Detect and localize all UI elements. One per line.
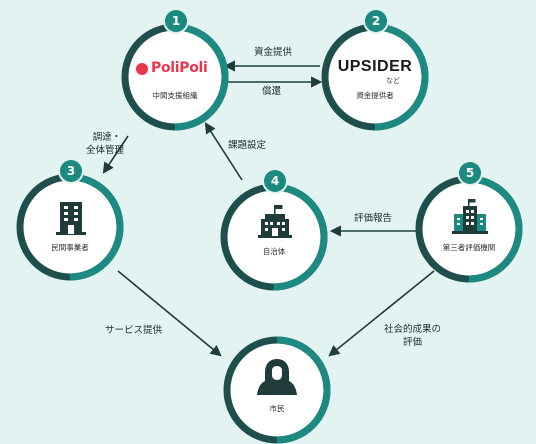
node-number-badge: 4: [264, 170, 286, 192]
node-ring: [321, 23, 429, 131]
node-caption: 中間支援組織: [152, 91, 198, 100]
node-upsider: 2 UPSIDER など 資金提供者: [321, 10, 429, 131]
node-number-badge: 2: [365, 10, 387, 32]
node-municipality: 4 自治体: [220, 170, 328, 291]
node-citizens: 市民: [223, 336, 331, 444]
arrow-issue-setting: [204, 122, 243, 181]
node-polipoli: 1 PoliPoli 中間支援組織: [121, 10, 229, 131]
arrow-outcome-evaluation: [328, 270, 435, 357]
institution-building-icon: [452, 199, 488, 234]
label-outcome-line1: 社会的成果の: [384, 324, 442, 335]
arrow-service-provision: [117, 270, 222, 357]
node-number-badge: 5: [459, 162, 481, 184]
upsider-logo-text: UPSIDER: [337, 58, 413, 75]
node-number-badge: 3: [60, 160, 82, 182]
node-number-badge: 1: [165, 10, 187, 32]
node-caption: 第三者評価機関: [442, 243, 496, 252]
person-icon: [257, 359, 297, 395]
upsider-logo-sub: など: [386, 77, 400, 85]
label-outcome-line2: 評価: [403, 337, 423, 348]
polipoli-logo: PoliPoli: [136, 60, 216, 78]
node-caption: 資金提供者: [356, 91, 394, 100]
label-procurement-line1: 調達・: [92, 132, 122, 143]
node-third-party-evaluator: 5 第三者評価機関: [415, 162, 523, 283]
polipoli-logo-text: PoliPoli: [151, 60, 208, 76]
label-repayment: 償還: [262, 86, 282, 97]
arrow-procurement: [102, 135, 129, 174]
polipoli-logo-dot: [136, 63, 148, 75]
label-procurement-line2: 全体管理: [86, 145, 125, 156]
node-ring: [223, 336, 331, 444]
label-service-provision: サービス提供: [105, 325, 163, 336]
label-issue-setting: 課題設定: [228, 140, 267, 151]
label-funding: 資金提供: [254, 47, 293, 58]
node-caption: 自治体: [262, 247, 286, 256]
city-hall-icon: [258, 205, 292, 238]
node-caption: 市民: [269, 404, 285, 413]
node-private-business: 3 民間事業者: [16, 160, 124, 281]
node-caption: 民間事業者: [51, 243, 89, 252]
label-evaluation-report: 評価報告: [354, 213, 393, 224]
label-procurement: 調達・ 全体管理: [86, 131, 124, 157]
office-building-icon: [56, 202, 86, 235]
label-outcome-evaluation: 社会的成果の 評価: [384, 323, 441, 349]
